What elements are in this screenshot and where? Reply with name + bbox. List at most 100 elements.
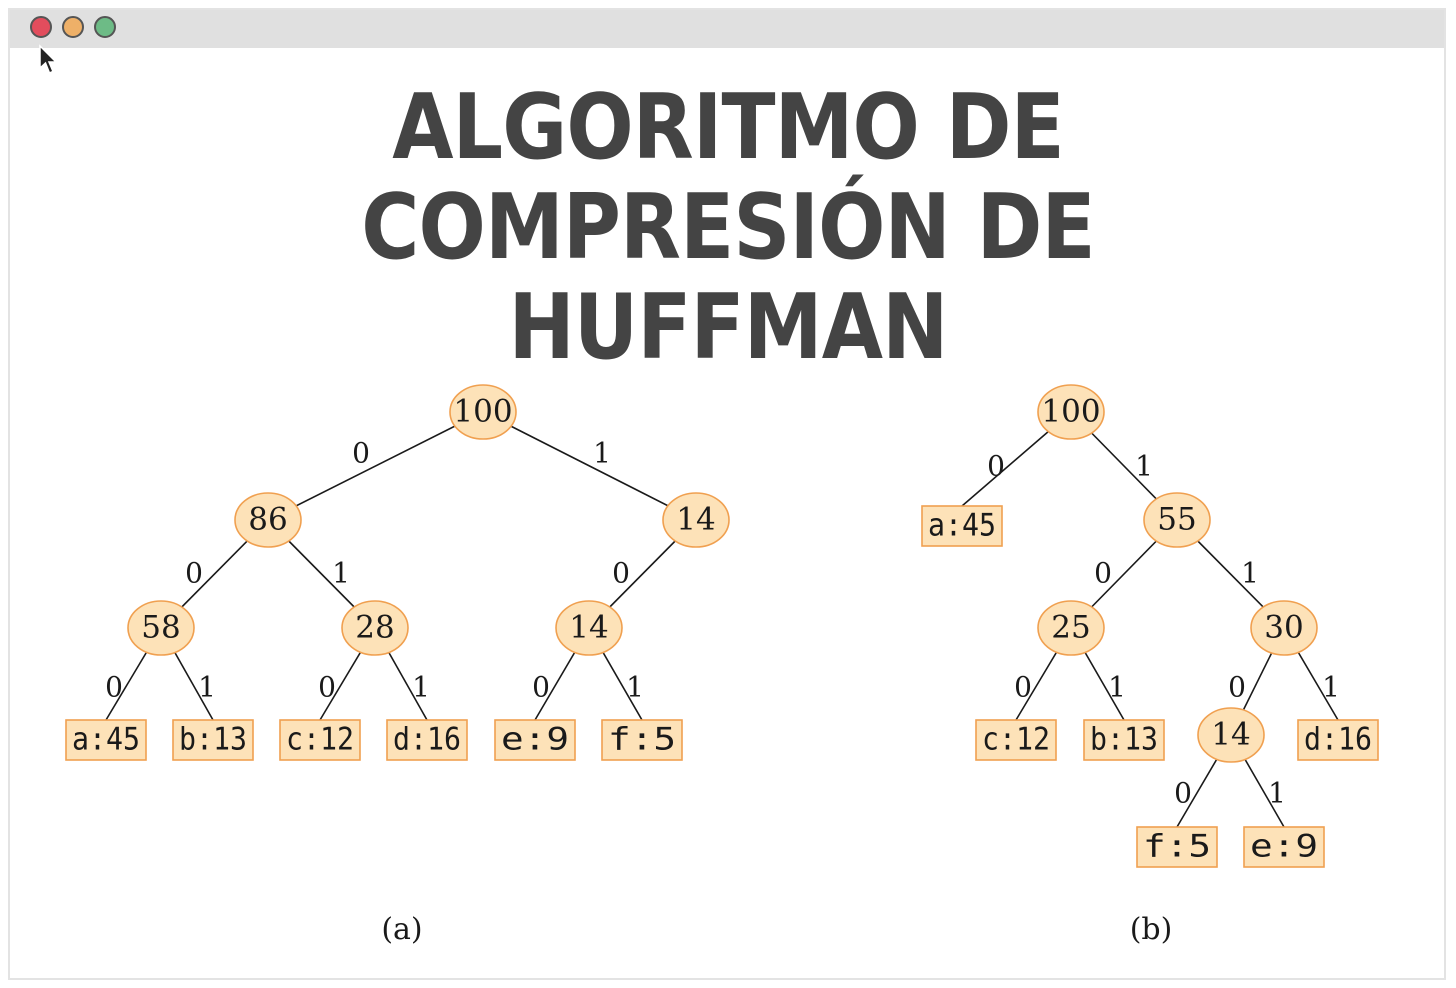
edge-label: 0 [105,671,123,704]
node-value: 14 [569,610,608,646]
node-circle [1037,600,1105,656]
node-value: 30 [1264,610,1303,646]
leaf-node: e:9 [494,719,576,761]
leaf-node: d:16 [386,719,468,761]
leaf-node: b:13 [172,719,254,761]
internal-node: 25 [1037,600,1105,656]
browser-window [8,8,1446,980]
leaf-label: e:9 [1250,829,1318,865]
internal-node: 58 [127,600,195,656]
leaf-node: b:13 [1083,719,1165,761]
node-value: 86 [248,502,287,538]
node-circle [555,600,623,656]
maximize-button[interactable] [94,16,116,38]
internal-node: 30 [1250,600,1318,656]
leaf-label: f:5 [1143,829,1211,865]
leaf-label: c:12 [286,722,354,758]
leaf-node: a:45 [65,719,147,761]
leaf-label: a:45 [928,508,996,544]
leaf-label: d:16 [1304,722,1372,758]
tree-edge [267,411,484,521]
edge-label: 1 [1322,671,1340,704]
edge-label: 1 [332,557,350,590]
leaf-node: a:45 [921,505,1003,547]
leaf-node: d:16 [1297,719,1379,761]
node-circle [449,384,517,440]
leaf-box [1083,719,1165,761]
node-value: 100 [1041,394,1100,430]
mouse-pointer-icon [39,44,58,74]
node-circle [1143,492,1211,548]
edge-label: 0 [185,557,203,590]
leaf-box [975,719,1057,761]
edge-label: 1 [1241,557,1259,590]
node-circle [234,492,302,548]
internal-node: 14 [555,600,623,656]
node-circle [1197,707,1265,763]
tree-caption: (b) [1130,912,1173,947]
leaf-label: a:45 [72,722,140,758]
edge-label: 1 [593,437,611,470]
edge-label: 0 [318,671,336,704]
internal-node: 100 [449,384,517,440]
leaf-node: c:12 [975,719,1057,761]
node-value: 28 [355,610,394,646]
node-value: 55 [1157,502,1196,538]
internal-node: 14 [1197,707,1265,763]
tree-edge [482,411,697,521]
leaf-box [386,719,468,761]
window-titlebar [10,10,1444,48]
node-value: 14 [676,502,715,538]
node-circle [1037,384,1105,440]
leaf-box [1297,719,1379,761]
edge-label: 0 [1228,671,1246,704]
node-circle [662,492,730,548]
minimize-button[interactable] [62,16,84,38]
title-line-1: ALGORITMO DE COMPRESIÓN DE [361,75,1095,280]
node-value: 100 [453,394,512,430]
edge-label: 1 [626,671,644,704]
edge-label: 1 [1135,450,1153,483]
leaf-box [1136,826,1218,868]
leaf-box [921,505,1003,547]
edge-label: 1 [198,671,216,704]
leaf-box [494,719,576,761]
page-title: ALGORITMO DE COMPRESIÓN DE HUFFMAN [0,78,1456,378]
node-circle [127,600,195,656]
internal-node: 86 [234,492,302,548]
leaf-box [65,719,147,761]
internal-node: 28 [341,600,409,656]
node-value: 58 [141,610,180,646]
leaf-box [1243,826,1325,868]
edge-label: 1 [412,671,430,704]
leaf-box [172,719,254,761]
leaf-node: f:5 [601,719,683,761]
leaf-label: d:16 [393,722,461,758]
leaf-label: c:12 [982,722,1050,758]
node-value: 25 [1051,610,1090,646]
leaf-node: f:5 [1136,826,1218,868]
leaf-node: e:9 [1243,826,1325,868]
edge-label: 0 [1094,557,1112,590]
leaf-box [279,719,361,761]
edge-label: 0 [987,450,1005,483]
leaf-label: f:5 [608,722,676,758]
node-circle [1250,600,1318,656]
leaf-label: b:13 [1090,722,1158,758]
leaf-node: c:12 [279,719,361,761]
internal-node: 14 [662,492,730,548]
tree-caption: (a) [381,912,422,947]
edge-label: 0 [612,557,630,590]
close-button[interactable] [30,16,52,38]
leaf-label: e:9 [501,722,569,758]
leaf-label: b:13 [179,722,247,758]
edge-label: 1 [1108,671,1126,704]
edge-label: 1 [1268,777,1286,810]
node-value: 14 [1211,717,1250,753]
edge-label: 0 [1174,777,1192,810]
internal-node: 100 [1037,384,1105,440]
edge-label: 0 [532,671,550,704]
